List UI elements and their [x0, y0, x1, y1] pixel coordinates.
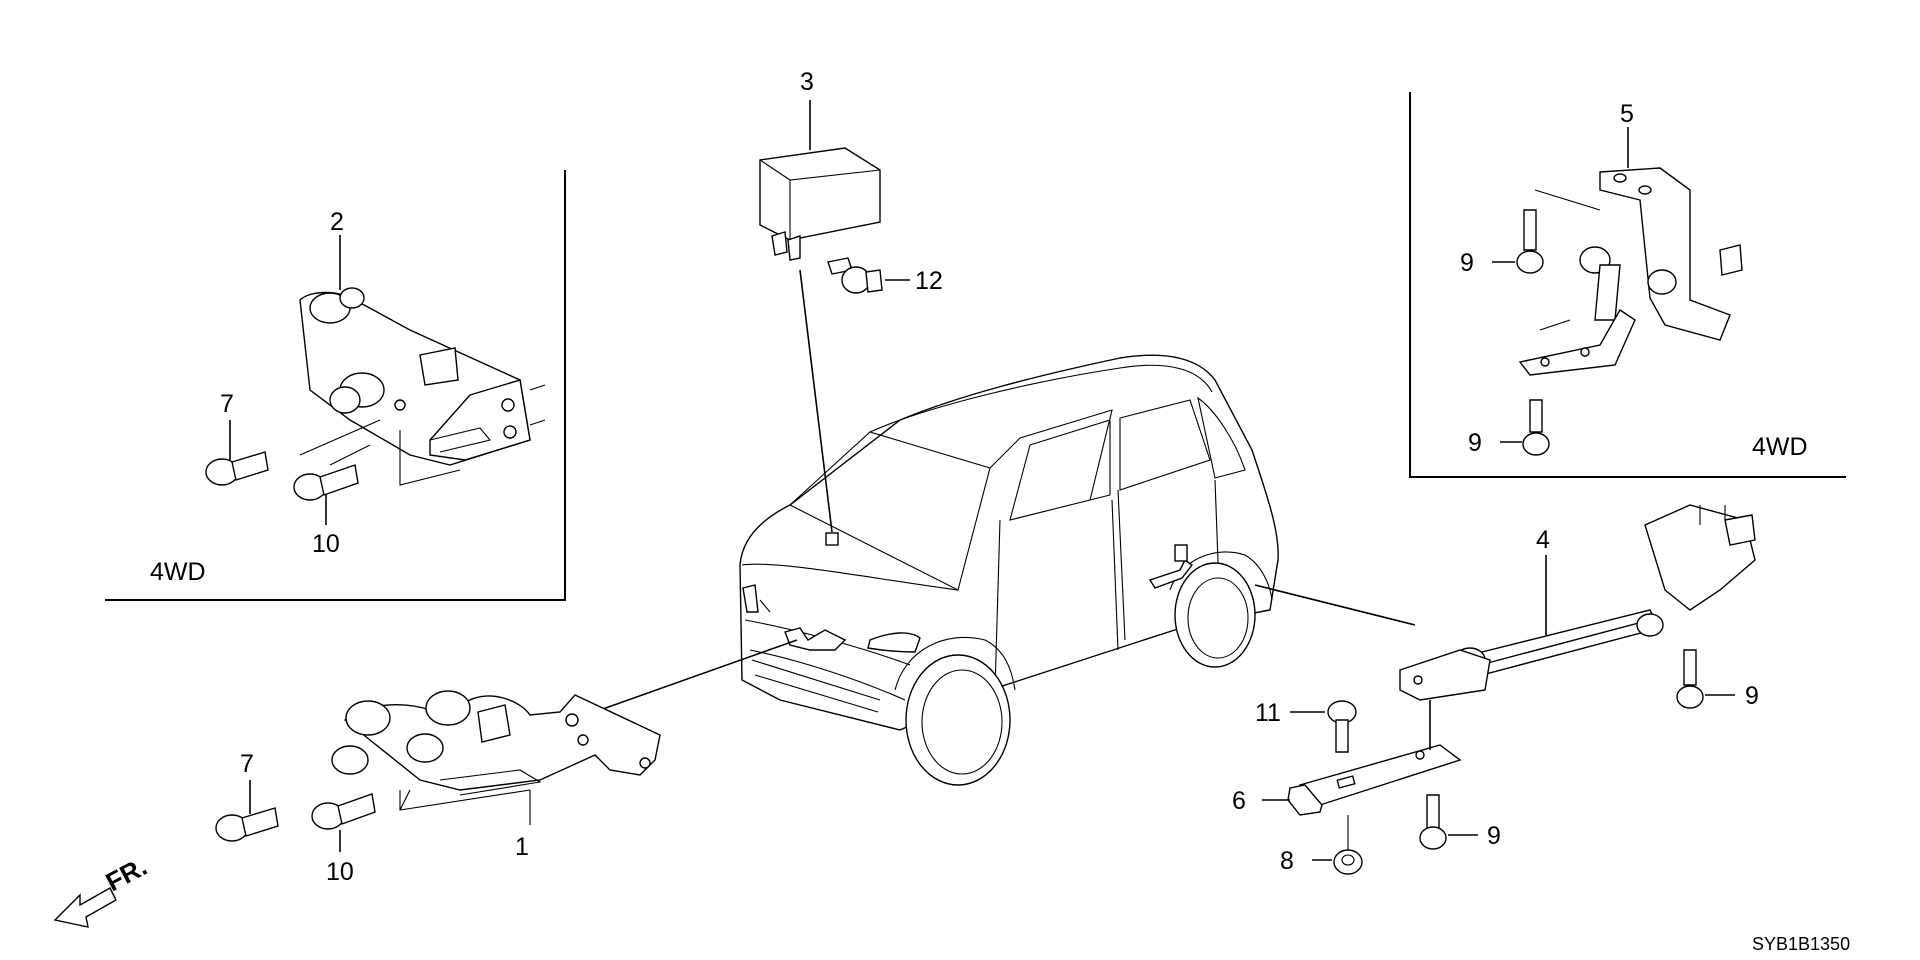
leader-lines [599, 269, 1416, 711]
bolt-9-rear-upper [1492, 209, 1544, 274]
callout-3: 3 [800, 68, 814, 96]
callout-4: 4 [1536, 526, 1550, 554]
height-sensor-link-4 [1399, 504, 1756, 701]
nut-8 [1312, 815, 1363, 875]
callout-10-upper: 10 [312, 530, 340, 558]
callout-9-link: 9 [1745, 682, 1759, 710]
diagram-code: SYB1B1350 [1752, 934, 1850, 954]
bolt-9-rear-lower [1500, 399, 1550, 456]
callout-7-upper: 7 [220, 390, 234, 418]
bolt-10-lower [311, 793, 376, 852]
front-arrow-icon [53, 887, 117, 928]
bolt-7-upper [205, 420, 269, 486]
bolt-7-lower [215, 780, 279, 842]
bolt-9-bracket [1419, 794, 1478, 850]
callout-10-lower: 10 [326, 858, 354, 886]
callout-12: 12 [915, 267, 943, 295]
bolt-9-link [1676, 649, 1735, 709]
bolt-11 [1290, 700, 1357, 753]
control-unit-3 [759, 100, 881, 261]
inset-left-label: 4WD [150, 558, 206, 586]
callout-8: 8 [1280, 847, 1294, 875]
bolt-10-upper [293, 464, 359, 525]
bolt-12 [827, 257, 910, 294]
callout-11: 11 [1255, 699, 1281, 727]
callout-5: 5 [1620, 100, 1634, 128]
callout-1: 1 [515, 833, 529, 861]
callout-7-lower: 7 [240, 750, 254, 778]
height-sensor-5 [1518, 127, 1743, 376]
callout-2: 2 [330, 208, 344, 236]
height-sensor-1 [331, 690, 661, 825]
callout-9-rear-lower: 9 [1468, 429, 1482, 457]
callout-6: 6 [1232, 787, 1246, 815]
vehicle-illustration [739, 354, 1279, 786]
callout-9-rear-upper: 9 [1460, 249, 1474, 277]
callout-9-bracket: 9 [1487, 822, 1501, 850]
bracket-6 [1262, 700, 1462, 816]
inset-frame-left-4wd [105, 170, 566, 601]
inset-frame-right-4wd [1409, 92, 1846, 478]
height-sensor-2 [299, 235, 546, 486]
inset-right-label: 4WD [1752, 433, 1808, 461]
